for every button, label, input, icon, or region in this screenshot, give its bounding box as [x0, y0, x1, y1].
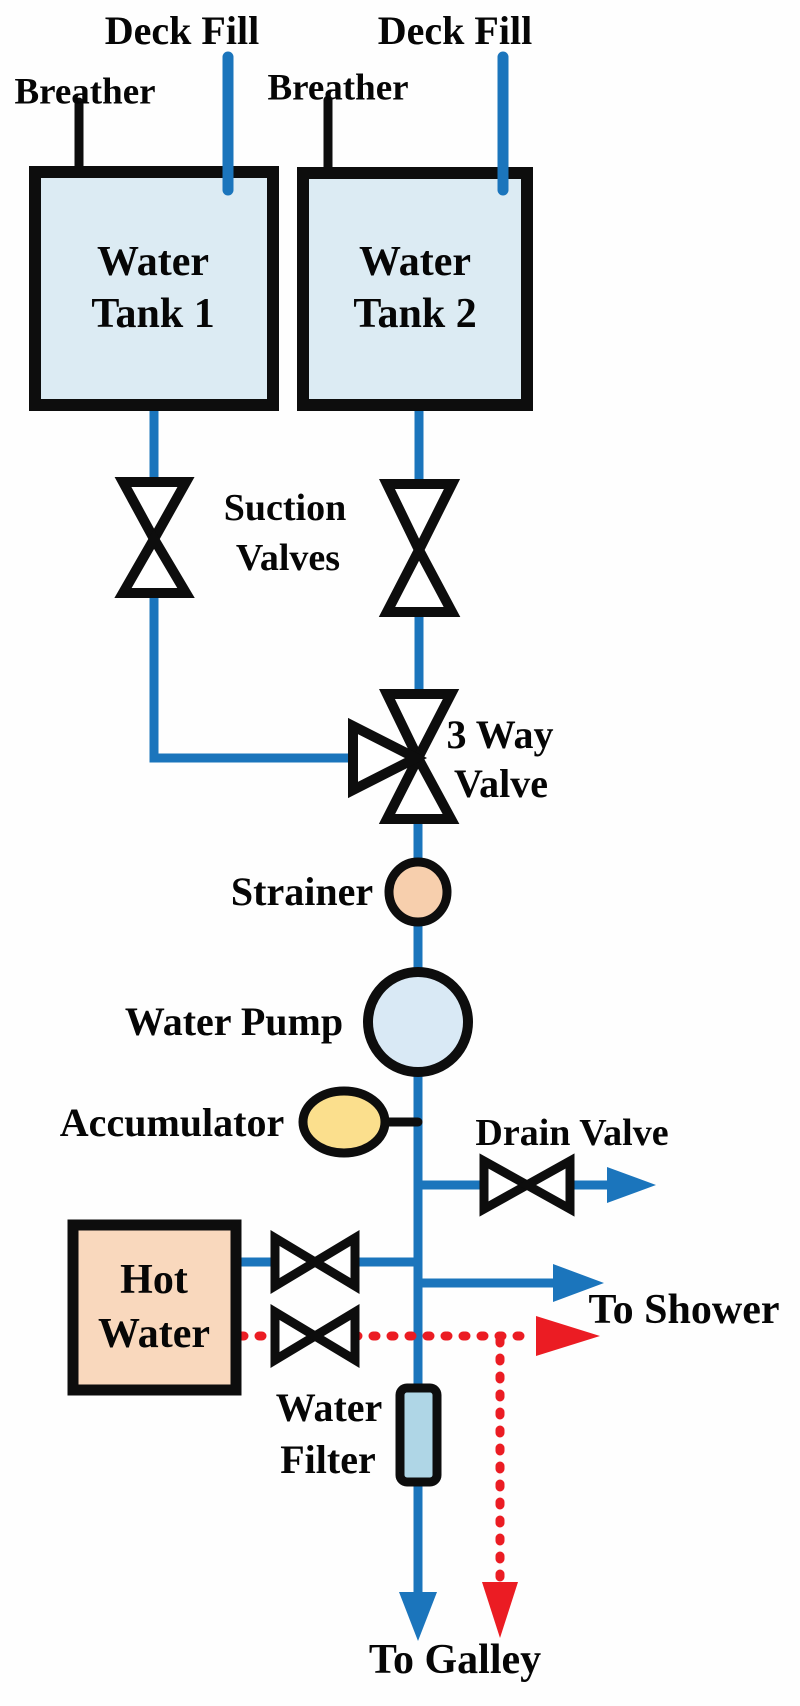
drain-valve-right [517, 1153, 575, 1217]
suction-valve-2-icon [378, 479, 461, 617]
hot-water-label-line1: Hot [120, 1257, 188, 1303]
hot-water-lines [236, 1316, 600, 1638]
strainer-label: Strainer [230, 869, 374, 914]
hot-galley-arrowhead [482, 1582, 518, 1638]
cold-water-arrowheads [399, 1167, 656, 1641]
accumulator-label: Accumulator [59, 1100, 285, 1145]
galley-arrowhead [399, 1592, 437, 1641]
deck-fill-label-1: Deck Fill [104, 8, 260, 53]
three-way-left [348, 717, 428, 799]
three-way-label-line2: Valve [453, 761, 549, 806]
accumulator-icon [298, 1086, 390, 1158]
suction-valves-label-line2: Valves [235, 537, 341, 579]
to-shower-label: To Shower [588, 1287, 780, 1333]
drain-valve-left [479, 1153, 537, 1217]
suction-valve-1-bottom [114, 529, 195, 598]
drain-arrowhead [607, 1167, 656, 1203]
to-galley-label: To Galley [368, 1637, 542, 1683]
tank1-label-line1: Water [97, 239, 209, 285]
water-filter-icon [395, 1383, 442, 1487]
tank2-label-line2: Tank 2 [353, 291, 477, 337]
drain-valve-icon [479, 1153, 575, 1217]
tank1-label-line2: Tank 1 [91, 291, 215, 337]
water-tank1-box [29, 166, 279, 411]
strainer-icon [384, 857, 452, 927]
water-tank2-box [297, 167, 533, 411]
shower-arrowhead [553, 1264, 604, 1302]
tank1-crossover-pipe [149, 591, 352, 763]
breather-label-1: Breather [14, 71, 156, 113]
water-pump-label: Water Pump [124, 999, 344, 1044]
cold-water-pipes [149, 403, 612, 1598]
suction-valve-1-top [114, 477, 195, 550]
three-way-bottom [378, 747, 460, 824]
drain-valve-label: Drain Valve [475, 1112, 669, 1154]
deck-fill-label-2: Deck Fill [377, 8, 533, 53]
suction-valve-1-icon [114, 477, 195, 598]
breather-label-2: Breather [267, 67, 409, 109]
three-way-valve-icon [348, 689, 460, 824]
hot-shower-arrowhead [536, 1316, 600, 1356]
deck-fill-pipes [222, 51, 509, 196]
suction-valve-2-top [379, 479, 461, 562]
hot-feed-valve-right [306, 1230, 360, 1294]
three-way-top [379, 689, 460, 770]
suction-valve-2-bottom [378, 539, 461, 617]
hot-water-arrowheads [482, 1316, 600, 1638]
three-way-label-line1: 3 Way [446, 712, 554, 757]
tank2-label-line1: Water [359, 239, 471, 285]
suction-valves-label-line1: Suction [223, 487, 347, 529]
hot-feed-valve-icon [270, 1230, 360, 1294]
water-filter-label-line1: Water [275, 1385, 383, 1430]
hot-out-valve-left [270, 1304, 324, 1368]
hot-water-label-line2: Water [98, 1311, 210, 1357]
hot-out-valve-icon [270, 1304, 360, 1368]
hot-water-box [67, 1219, 242, 1396]
water-pump-icon [363, 967, 473, 1077]
hot-out-valve-right [306, 1304, 360, 1368]
water-filter-label-line2: Filter [280, 1437, 376, 1482]
hot-feed-valve-left [270, 1230, 324, 1294]
